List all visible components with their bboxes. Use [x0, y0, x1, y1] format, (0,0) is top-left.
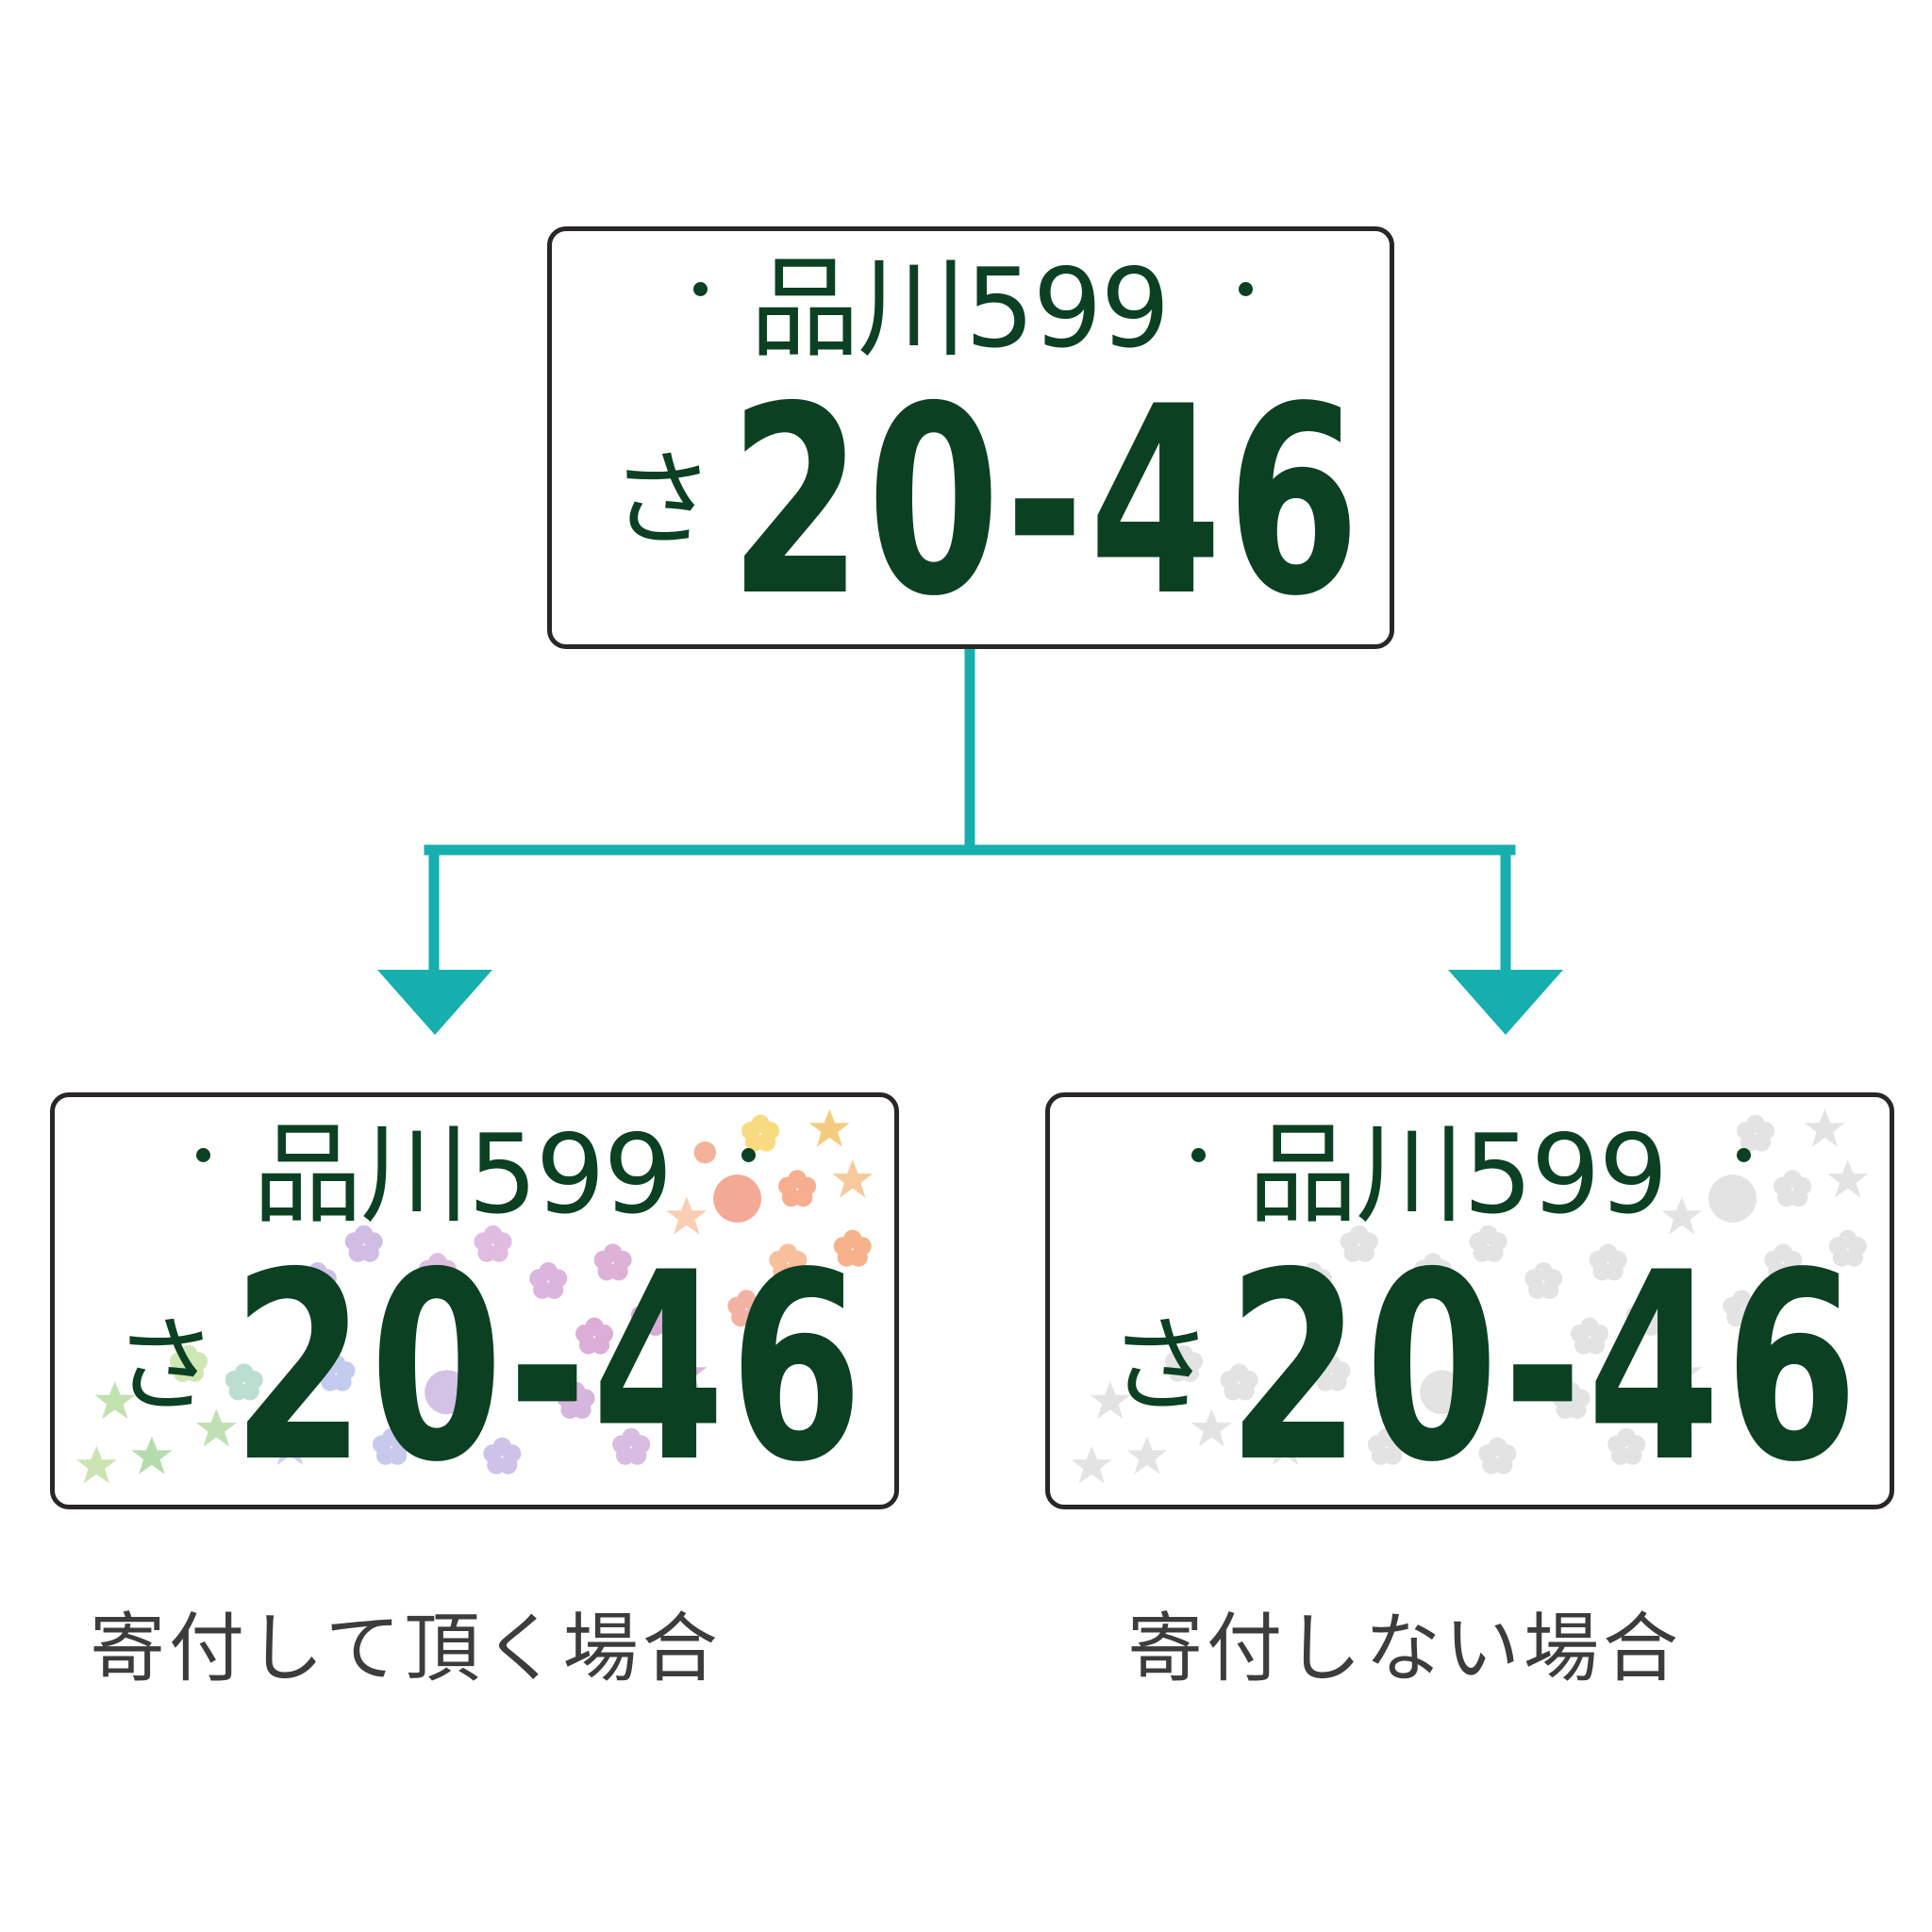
plate-bolt-left: [693, 282, 708, 296]
license-plate-standard: 品川599 さ 20-46: [547, 226, 1394, 649]
plate-bolt-right: [741, 1148, 756, 1162]
license-plate-donation-color: 品川599 さ 20-46: [50, 1092, 899, 1509]
plate-number: 20-46: [232, 1217, 868, 1509]
plate-region: 品川599: [253, 1111, 673, 1239]
license-plate-no-donation-mono: 品川599 さ 20-46: [1045, 1092, 1894, 1509]
plate-bolt-left: [1191, 1148, 1206, 1162]
floral-pattern-color: [75, 1108, 874, 1484]
plate-number: 20-46: [1227, 1217, 1863, 1509]
arrow-left-icon: [377, 970, 492, 1035]
plate-kana: さ: [610, 440, 714, 560]
plate-region: 品川599: [750, 245, 1170, 373]
plate-bolt-left: [196, 1148, 210, 1162]
plate-region: 品川599: [1248, 1111, 1668, 1239]
plate-bolt-right: [1737, 1148, 1751, 1162]
plate-kana: さ: [113, 1306, 217, 1426]
caption-no-donation: 寄付しない場合: [1127, 1605, 1682, 1692]
arrow-right-icon: [1448, 970, 1563, 1035]
plate-kana: さ: [1108, 1306, 1212, 1426]
plate-number: 20-46: [729, 351, 1365, 649]
caption-donation: 寄付して頂く場合: [90, 1605, 722, 1692]
plate-bolt-right: [1239, 282, 1253, 296]
floral-pattern-monochrome: [1071, 1108, 1869, 1484]
